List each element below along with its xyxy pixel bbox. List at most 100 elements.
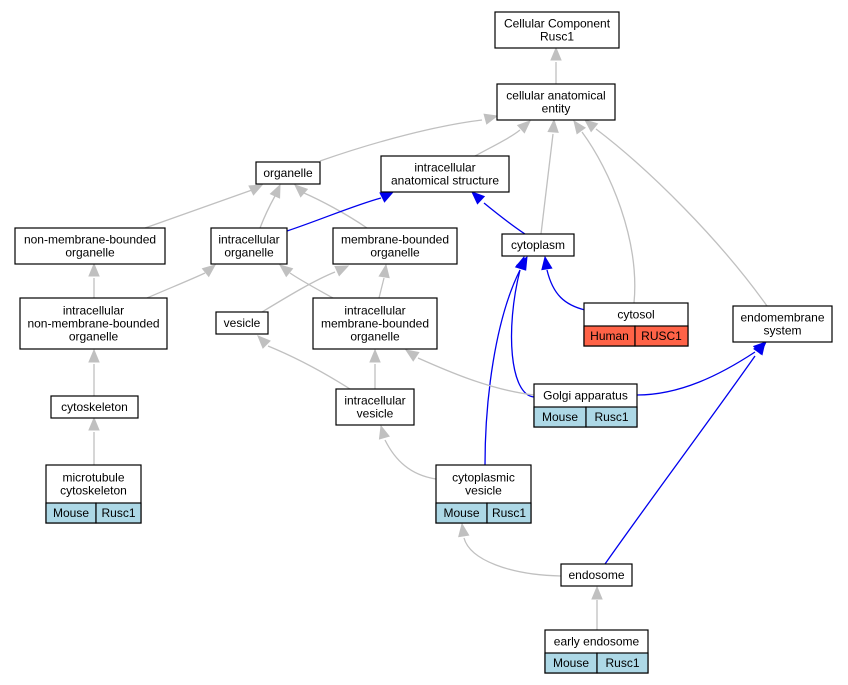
node-label-line: cytoskeleton [60,484,127,498]
node-label-line: system [763,324,801,338]
node-box [19,297,168,350]
node-label-line: membrane-bounded [321,317,429,331]
edges-layer [88,46,768,630]
edge-line [510,269,535,398]
node-label-line: intracellular [344,394,405,408]
edge-arrowhead [516,120,531,134]
edge-line [289,272,334,299]
annotation-gene-cell [95,502,142,524]
node-cytoplasm[interactable]: cytoplasm [501,233,575,257]
edge-vesicle-to-membrane-bounded-organelle [261,265,350,313]
node-box [501,233,575,257]
edge-line [303,192,368,229]
edge-line [581,131,636,304]
edge-arrowhead [88,262,100,277]
node-label-line: cytoplasmic [452,471,515,485]
edge-intracellular-organelle-to-intracellular-anatomical-structure [286,191,395,232]
edge-arrowhead [471,191,486,205]
node-box [335,388,415,426]
node-label-line: early endosome [554,635,640,649]
edge-intracellular-anatomical-structure-to-cellular-anatomical-entity [474,120,531,157]
edge-arrowhead [378,424,390,440]
node-label-line: cytoplasm [511,238,565,252]
node-intracellular-nmb-organelle[interactable]: intracellularnon-membrane-boundedorganel… [19,297,168,350]
node-endosome[interactable]: endosome [560,563,633,587]
edge-arrowhead [547,118,559,133]
node-label-line: intracellular [344,304,405,318]
node-box [560,563,633,587]
node-cytoskeleton[interactable]: cytoskeleton [50,395,139,419]
edge-membrane-bounded-organelle-to-organelle [294,184,368,229]
edge-arrowhead [404,349,420,362]
edge-intracellular-vesicle-to-vesicle [257,335,351,390]
edge-arrowhead [573,119,587,135]
annotation-species: Mouse [443,506,479,520]
edge-intracellular-mb-organelle-to-intracellular-organelle [278,264,334,299]
node-organelle[interactable]: organelle [255,161,321,185]
edge-golgi-apparatus-to-cytoplasm [510,255,535,398]
edge-cytoplasm-to-intracellular-anatomical-structure [471,191,526,235]
node-label-line: cytosol [617,308,654,322]
edge-cytoplasmic-vesicle-to-intracellular-vesicle [378,424,437,480]
edge-arrowhead [591,585,603,600]
edge-line [378,277,385,299]
node-label-line: organelle [224,246,274,260]
node-box [732,305,833,343]
node-box [380,155,510,193]
node-label-line: endosome [568,568,624,582]
edge-arrowhead [294,184,309,198]
edge-non-membrane-bounded-organelle-to-organelle [144,184,264,229]
node-label-line: intracellular [63,304,124,318]
node-vesicle[interactable]: vesicle [215,311,269,335]
edge-cytosol-to-cytoplasm [541,255,586,311]
edge-line [259,195,276,229]
node-box [494,11,620,49]
edge-intracellular-nmb-organelle-to-intracellular-organelle [146,264,217,299]
edge-endosome-to-endomembrane-system [604,340,766,565]
edge-line [286,197,382,232]
edge-intracellular-vesicle-to-intracellular-mb-organelle [369,348,381,389]
edge-arrowhead [379,191,395,203]
annotation-gene-cell [634,325,689,347]
annotation-gene-cell [596,652,649,674]
edge-endosome-to-cytoplasmic-vesicle [458,522,562,577]
node-label-line: non-membrane-bounded [27,317,159,331]
edge-line [261,271,336,313]
annotation-gene-cell [585,406,638,428]
node-label-line: anatomical structure [391,174,499,188]
edge-cellular-anatomical-entity-to-cellular-component [550,46,562,84]
edge-arrowhead [541,255,553,271]
edge-arrowhead [278,264,294,278]
annotation-species: Mouse [542,410,578,424]
edge-arrowhead [201,264,217,278]
edge-arrowhead [753,340,766,356]
node-label-line: Rusc1 [540,30,574,44]
edge-line [604,355,756,565]
node-label-line: intracellular [414,161,475,175]
edge-line [384,439,437,480]
edge-early-endosome-to-endosome [591,585,603,630]
edge-intracellular-organelle-to-organelle [259,183,281,229]
node-box [210,227,288,265]
edge-arrowhead [583,119,599,133]
node-label-line: entity [542,102,571,116]
edge-line [636,351,756,396]
node-label-line: vesicle [224,316,261,330]
edge-arrowhead [269,183,281,199]
edge-cytoplasm-to-cellular-anatomical-entity [540,118,559,235]
